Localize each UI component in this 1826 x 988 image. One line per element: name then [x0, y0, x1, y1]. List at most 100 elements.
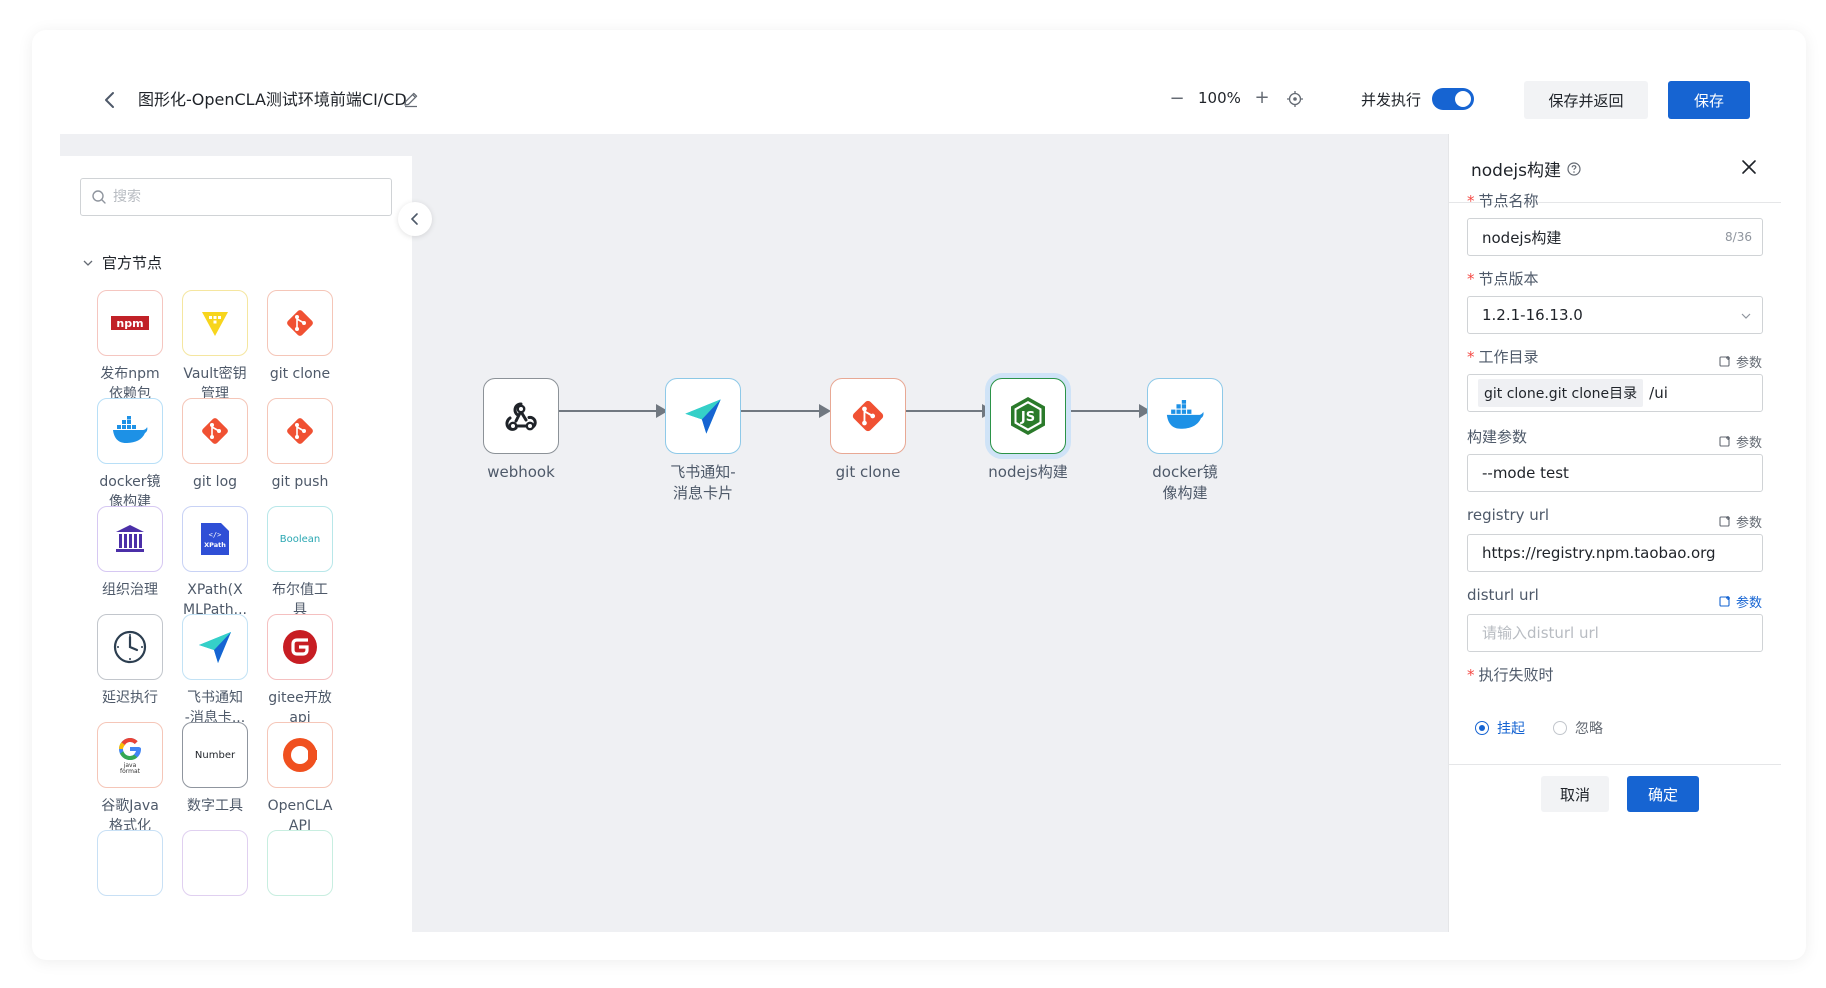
- chevron-left-icon: [410, 213, 418, 225]
- node-tile-partial[interactable]: [250, 830, 350, 896]
- disturl-url-field[interactable]: [1467, 614, 1763, 652]
- edit-title-icon[interactable]: [402, 90, 420, 108]
- radio-suspend[interactable]: 挂起: [1475, 718, 1525, 738]
- insert-param-icon: [1719, 436, 1730, 447]
- chevron-down-icon: [1741, 313, 1751, 319]
- git-icon: [830, 378, 906, 454]
- build-args-param-button[interactable]: 参数: [1719, 432, 1762, 451]
- concurrent-toggle[interactable]: [1432, 88, 1474, 110]
- collapse-panel-button[interactable]: [398, 202, 432, 236]
- chevron-down-icon: [83, 260, 93, 266]
- svg-text:JS: JS: [1020, 410, 1035, 425]
- char-counter: 8/36: [1725, 230, 1752, 244]
- registry-url-value: https://registry.npm.taobao.org: [1482, 544, 1716, 562]
- node-tile-docker[interactable]: docker镜 像构建: [80, 398, 180, 512]
- registry-param-button[interactable]: 参数: [1719, 512, 1762, 531]
- node-tile-delay[interactable]: 延迟执行: [80, 614, 180, 708]
- help-icon[interactable]: [1567, 161, 1581, 176]
- insert-param-icon: [1719, 596, 1730, 607]
- google-java-icon: java format: [97, 722, 163, 788]
- node-version-select[interactable]: 1.2.1-16.13.0: [1467, 296, 1763, 334]
- confirm-button[interactable]: 确定: [1627, 776, 1699, 812]
- boolean-logo-text: Boolean: [279, 533, 321, 545]
- node-tile-opencla[interactable]: OpenCLA API: [250, 722, 350, 836]
- node-name-field[interactable]: nodejs构建 8/36: [1467, 218, 1763, 256]
- node-tile-feishu[interactable]: 飞书通知 -消息卡...: [165, 614, 265, 728]
- search-input[interactable]: [113, 179, 383, 215]
- vault-icon: [182, 290, 248, 356]
- workdir-field[interactable]: git clone.git clone目录 /ui: [1467, 374, 1763, 412]
- node-config-panel: nodejs构建 *节点名称 nodejs构建 8/36 *节点版本 1.2.1…: [1448, 134, 1781, 932]
- search-icon: [92, 190, 106, 204]
- param-label: 参数: [1735, 516, 1762, 531]
- back-icon[interactable]: [98, 88, 122, 112]
- zoom-out-button[interactable]: −: [1169, 88, 1185, 109]
- radio-dot: [1475, 721, 1489, 735]
- node-tile-gitee[interactable]: gitee开放 api: [250, 614, 350, 728]
- workdir-param-button[interactable]: 参数: [1719, 352, 1762, 371]
- insert-param-icon: [1719, 356, 1730, 367]
- registry-label: registry url: [1467, 506, 1550, 524]
- tile-label: git log: [192, 474, 238, 490]
- nodejs-icon: JS: [990, 378, 1066, 454]
- locate-icon[interactable]: [1286, 90, 1304, 108]
- save-and-return-button[interactable]: 保存并返回: [1524, 81, 1648, 119]
- disturl-param-button[interactable]: 参数: [1719, 592, 1762, 611]
- tile-label: 数字工具: [187, 798, 243, 814]
- node-tile-xpath[interactable]: </>XPath XPath(X MLPath...: [165, 506, 265, 620]
- webhook-icon: [483, 378, 559, 454]
- radio-ignore[interactable]: 忽略: [1553, 718, 1603, 738]
- institution-icon: [97, 506, 163, 572]
- opencla-icon: [267, 722, 333, 788]
- zoom-in-button[interactable]: +: [1254, 87, 1270, 108]
- node-tile-boolean[interactable]: Boolean 布尔值工 具: [250, 506, 350, 620]
- node-version-label: *节点版本: [1467, 270, 1539, 288]
- workdir-label: *工作目录: [1467, 348, 1539, 366]
- workdir-label-text: 工作目录: [1478, 348, 1539, 366]
- param-label: 参数: [1735, 596, 1762, 611]
- tile-label: 组织治理: [102, 582, 158, 598]
- radio-label: 忽略: [1575, 721, 1603, 737]
- toggle-knob: [1455, 91, 1471, 107]
- flow-canvas[interactable]: webhook 飞书通知- 消息卡片 git clone JS nodejs构建: [412, 134, 1448, 932]
- insert-param-icon: [1719, 516, 1730, 527]
- flow-node-git-clone[interactable]: git clone: [808, 378, 928, 483]
- divider: [1449, 202, 1781, 203]
- flow-node-nodejs[interactable]: JS nodejs构建: [968, 378, 1088, 483]
- flow-edge: [737, 404, 831, 418]
- section-official-nodes[interactable]: 官方节点: [82, 252, 162, 273]
- save-button[interactable]: 保存: [1668, 81, 1750, 119]
- flow-node-label: webhook: [487, 463, 555, 481]
- flow-node-label: docker镜 像构建: [1152, 463, 1218, 502]
- flow-node-feishu[interactable]: 飞书通知- 消息卡片: [643, 378, 763, 504]
- cancel-button[interactable]: 取消: [1541, 776, 1609, 812]
- node-name-label: *节点名称: [1467, 192, 1539, 210]
- gitee-icon: [267, 614, 333, 680]
- flow-node-label: git clone: [835, 463, 901, 481]
- build-args-field[interactable]: --mode test: [1467, 454, 1763, 492]
- node-tile-git-clone[interactable]: git clone: [250, 290, 350, 384]
- node-tile-number[interactable]: Number 数字工具: [165, 722, 265, 816]
- disturl-url-input[interactable]: [1482, 624, 1748, 642]
- zoom-level: 100%: [1198, 89, 1241, 107]
- node-tile-git-log[interactable]: git log: [165, 398, 265, 492]
- flow-node-docker[interactable]: docker镜 像构建: [1125, 378, 1245, 504]
- npm-icon: npm: [97, 290, 163, 356]
- tile-label: 延迟执行: [102, 690, 158, 706]
- node-tile-partial[interactable]: [165, 830, 265, 896]
- java-format-text: java format: [119, 761, 141, 775]
- tile-icon-placeholder: [182, 830, 248, 896]
- git-icon: [267, 290, 333, 356]
- node-version-value: 1.2.1-16.13.0: [1482, 306, 1583, 324]
- build-args-value: --mode test: [1482, 464, 1569, 482]
- section-title: 官方节点: [102, 254, 163, 272]
- on-fail-label: *执行失败时: [1467, 666, 1554, 684]
- close-icon[interactable]: [1740, 158, 1758, 176]
- registry-url-field[interactable]: https://registry.npm.taobao.org: [1467, 534, 1763, 572]
- flow-node-webhook[interactable]: webhook: [461, 378, 581, 483]
- node-tile-partial[interactable]: [80, 830, 180, 896]
- node-tile-git-push[interactable]: git push: [250, 398, 350, 492]
- node-tile-org-governance[interactable]: 组织治理: [80, 506, 180, 600]
- node-name-value: nodejs构建: [1482, 228, 1562, 247]
- panel-title-text: nodejs构建: [1471, 161, 1562, 181]
